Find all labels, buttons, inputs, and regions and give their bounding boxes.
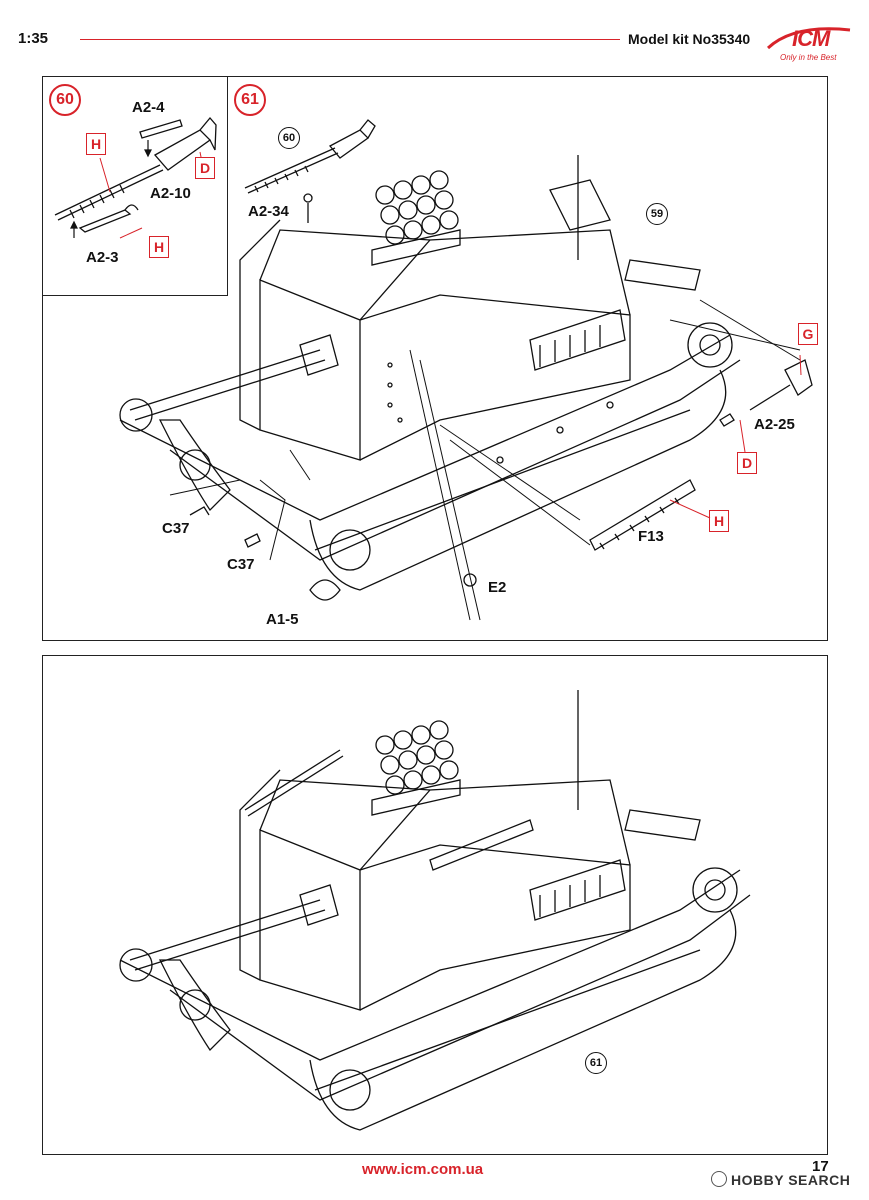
color-code-g: G [798,323,818,345]
logo-tagline: Only in the Best [780,53,837,62]
label-f13: F13 [638,528,664,545]
vehicle-result-drawing [119,690,751,1131]
label-a2-4: A2-4 [132,99,165,116]
label-a2-10: A2-10 [150,185,191,202]
logo-text: ICM [792,26,830,51]
color-code-h-step61: H [709,510,729,532]
color-code-d-step61: D [737,452,757,474]
label-c37-lower: C37 [227,556,255,573]
label-a2-34: A2-34 [248,203,289,220]
icm-logo [764,20,854,64]
label-a2-3: A2-3 [86,249,119,266]
color-code-h-top: H [86,133,106,155]
parts-step61 [189,354,813,601]
watermark: HOBBY SEARCH [731,1172,850,1188]
ref-circle-60: 60 [278,127,300,149]
scale-label: 1:35 [18,30,49,47]
step-60-circle: 60 [49,84,81,116]
header-rule [80,39,620,40]
step-61-circle: 61 [234,84,266,116]
watermark-text: HOBBY SEARCH [731,1172,851,1188]
page-number: 17 [812,1158,829,1175]
logo-swoosh-icon [766,27,851,50]
ref-circle-59: 59 [646,203,668,225]
color-code-d-step60: D [195,157,215,179]
hobbysearch-logo-icon [711,1171,727,1187]
mg-drawing-step61 [244,119,376,223]
mg-drawing-step60 [54,116,217,239]
step-61-frame [42,76,828,641]
vehicle-drawing-step61 [119,155,801,621]
label-a1-5: A1-5 [266,611,299,628]
label-e2: E2 [488,579,507,596]
kit-number: Model kit No35340 [628,31,751,47]
label-c37-upper: C37 [162,520,190,537]
result-frame [42,655,828,1155]
step-60-inset [42,76,228,296]
color-code-h-bottom: H [149,236,169,258]
ref-circle-61: 61 [585,1052,607,1074]
footer-url[interactable]: www.icm.com.ua [362,1161,484,1178]
label-a2-25: A2-25 [754,416,795,433]
